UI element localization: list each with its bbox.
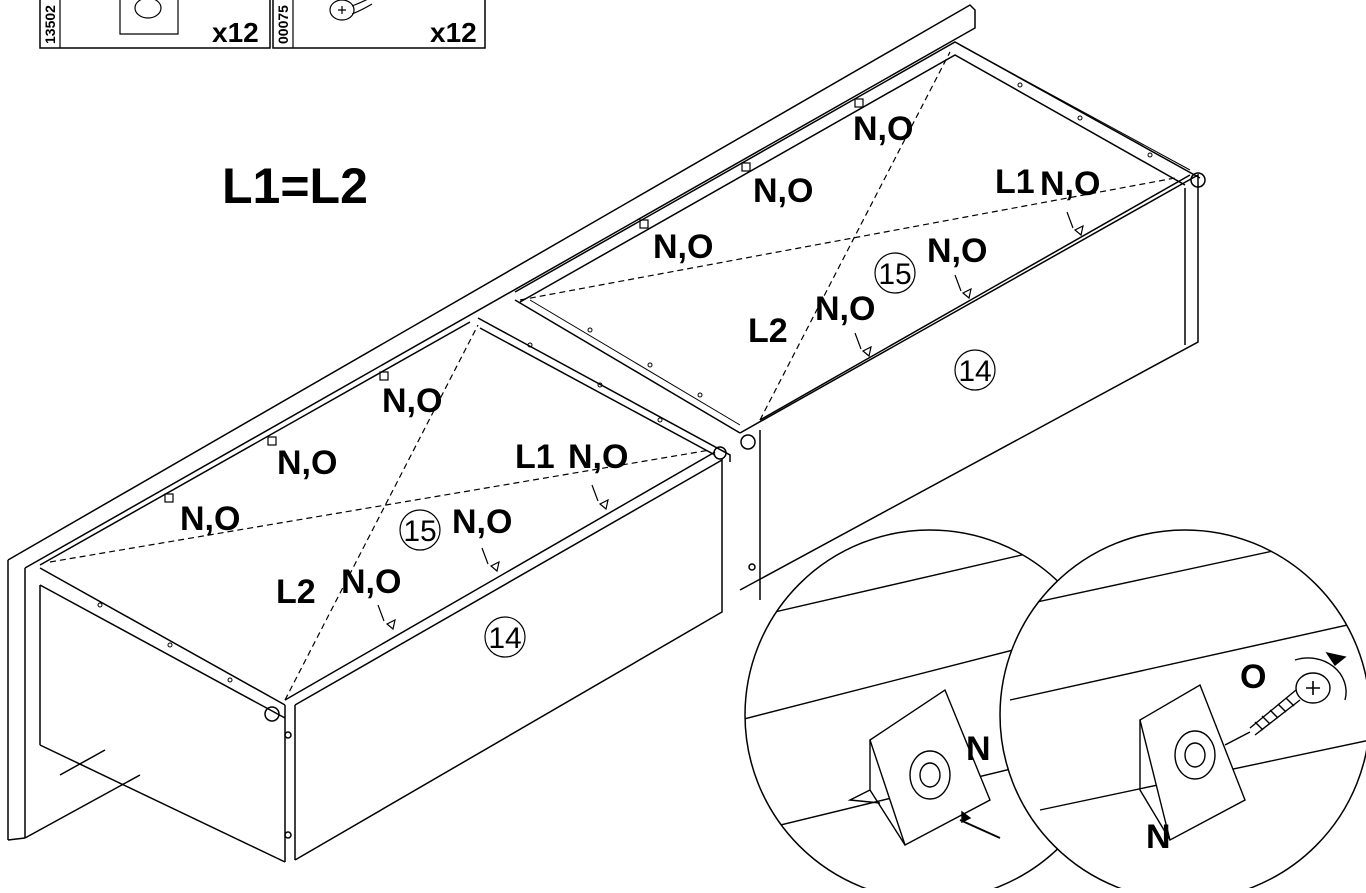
fastener-label: N,O — [1040, 165, 1100, 203]
right-drawer — [514, 41, 1206, 600]
corner-bracket-icon — [119, 0, 179, 35]
diagonal-l1-label-left: L1 — [515, 438, 555, 476]
svg-text:15: 15 — [403, 515, 436, 548]
left-drawer — [39, 317, 731, 863]
part-number-14-left: 14 — [484, 616, 526, 658]
back-panel — [7, 4, 976, 841]
fastener-markers — [164, 98, 1084, 631]
diagonal-l1-left — [49, 449, 711, 563]
fastener-label: N,O — [927, 232, 987, 270]
fastener-label: N,O — [382, 382, 442, 420]
part-count-screw: x12 — [430, 17, 477, 48]
part-cell-screw — [272, 0, 486, 49]
bracket-marker — [639, 219, 649, 229]
diagonal-l1-right — [519, 177, 1176, 301]
svg-text:15: 15 — [878, 258, 911, 291]
bracket-marker — [854, 98, 864, 108]
svg-text:14: 14 — [958, 355, 991, 388]
diagonal-l1-label-right: L1 — [995, 163, 1035, 201]
fastener-label: N,O — [452, 503, 512, 541]
parts-box: 13502 x12 00075 x12 — [39, 0, 486, 49]
equation-text: L1=L2 — [222, 158, 368, 214]
fastener-label: N,O — [753, 172, 813, 210]
fastener-label: N,O — [180, 500, 240, 538]
bracket-marker — [741, 162, 751, 172]
part-code-bracket: 13502 — [42, 5, 58, 44]
fastener-label: N,O — [568, 438, 628, 476]
fastener-labels: N,O N,O N,O N,O N,O N,O N,O N,O N,O N,O … — [180, 110, 1100, 601]
part-number-15-right: 15 — [874, 252, 916, 294]
bracket-marker — [379, 371, 389, 381]
detail-label-bracket-right: N — [1146, 818, 1171, 856]
part-number-15-left: 15 — [399, 509, 441, 551]
part-code-screw: 00075 — [275, 5, 291, 44]
fastener-label: N,O — [653, 228, 713, 266]
fastener-label: N,O — [815, 290, 875, 328]
bracket-marker — [164, 493, 174, 503]
screw-icon — [329, 0, 373, 21]
part-cell-bracket — [39, 0, 271, 49]
fastener-label: N,O — [853, 110, 913, 148]
part-number-14-right: 14 — [954, 349, 996, 391]
part-count-bracket: x12 — [212, 17, 259, 48]
screw-detail-icon — [1224, 651, 1347, 746]
svg-text:14: 14 — [488, 622, 521, 655]
detail-label-bracket: N — [966, 730, 991, 768]
detail-label-screw: O — [1240, 658, 1266, 696]
bracket-marker — [267, 436, 277, 446]
fastener-label: N,O — [341, 563, 401, 601]
fastener-label: N,O — [277, 444, 337, 482]
diagonal-lines — [49, 51, 1176, 701]
diagonal-l2-left — [284, 324, 479, 701]
detail-circle-screw: O N — [999, 529, 1366, 893]
diagonal-l2-label-left: L2 — [276, 573, 316, 611]
diagonal-l2-label-right: L2 — [748, 312, 788, 350]
diagonal-l2-right — [759, 51, 951, 421]
